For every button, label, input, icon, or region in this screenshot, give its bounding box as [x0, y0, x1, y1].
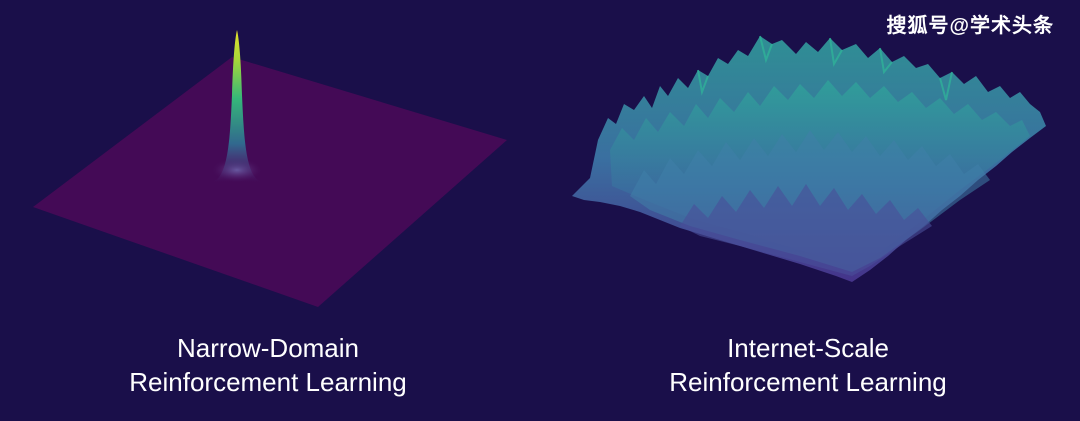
- narrow-domain-caption: Narrow-Domain Reinforcement Learning: [68, 331, 468, 399]
- internet-scale-caption: Internet-Scale Reinforcement Learning: [608, 331, 1008, 399]
- terrain-ridges-front: [680, 184, 932, 276]
- narrow-domain-landscape: [33, 30, 507, 307]
- flat-reward-plane: [33, 57, 507, 307]
- internet-scale-landscape: [572, 35, 1046, 282]
- narrow-domain-caption-line1: Narrow-Domain: [176, 333, 360, 363]
- internet-scale-caption-line1: Internet-Scale: [727, 333, 889, 363]
- terrain-highlights: [697, 35, 953, 101]
- narrow-domain-caption-line2: Reinforcement Learning: [129, 367, 407, 397]
- internet-scale-caption-line2: Reinforcement Learning: [669, 367, 947, 397]
- watermark-text: 搜狐号@学术头条: [886, 15, 1054, 37]
- single-reward-peak: [212, 30, 262, 182]
